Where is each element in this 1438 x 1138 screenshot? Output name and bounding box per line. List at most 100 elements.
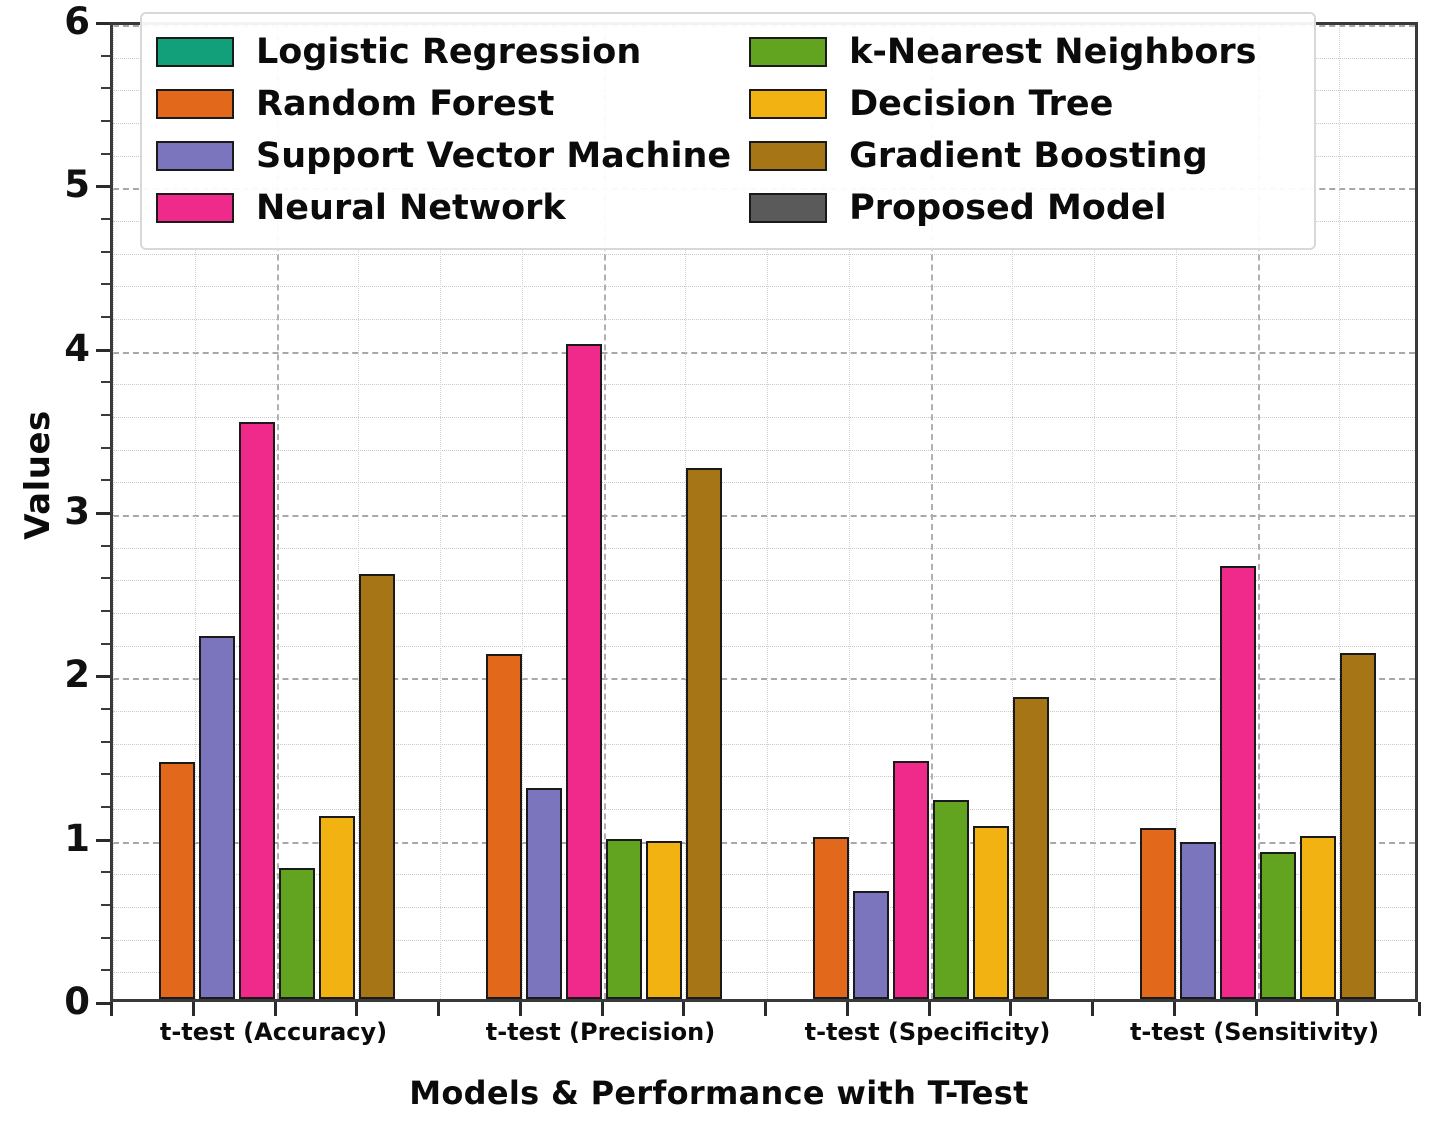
gridline-minor-vertical [1012,25,1014,999]
y-tick-major [96,22,110,25]
legend-label: Random Forest [256,83,555,124]
legend-swatch-icon [156,141,234,171]
gridline-minor-horizontal [113,384,1415,386]
y-tick-minor [101,740,110,743]
bar [852,891,889,999]
x-tick [437,1002,440,1016]
bar [238,422,275,999]
legend-label: Neural Network [256,187,566,228]
gridline-major-horizontal [113,841,1415,844]
legend-item[interactable]: k-Nearest Neighbors [749,26,1300,78]
y-tick-label: 4 [64,326,90,370]
y-axis-title: Values [18,410,58,540]
bar [525,788,562,999]
y-tick-label: 6 [64,0,90,43]
legend-item[interactable]: Support Vector Machine [156,130,731,182]
gridline-minor-vertical [113,25,114,999]
gridline-minor-horizontal [113,580,1415,582]
gridline-minor-horizontal [113,972,1415,974]
legend-swatch-icon [749,193,828,223]
y-tick-major [96,512,110,515]
y-tick-major [96,348,110,352]
x-group-label: t-test (Accuracy) [159,1018,388,1046]
y-tick-major [96,185,110,189]
gridline-minor-vertical [1339,25,1341,999]
legend-item[interactable]: Logistic Regression [156,26,731,78]
y-tick-minor [101,773,110,776]
legend-swatch-icon [749,89,828,119]
y-tick-label: 2 [64,653,90,697]
y-tick-minor [101,806,110,808]
y-tick-minor [101,969,110,972]
x-tick [1254,1002,1258,1016]
gridline-major-vertical [930,25,933,999]
gridline-minor-horizontal [113,319,1415,320]
bar [892,760,929,999]
x-tick [355,1002,359,1016]
gridline-minor-horizontal [113,286,1415,288]
y-tick-minor [101,381,110,384]
legend-swatch-icon [156,193,234,223]
x-axis-title: Models & Performance with T-Test [409,1074,1029,1112]
legend-item[interactable]: Proposed Model [749,182,1300,234]
legend-item[interactable]: Gradient Boosting [749,130,1300,182]
gridline-minor-horizontal [113,874,1415,876]
gridline-minor-horizontal [113,645,1415,647]
bar [932,799,969,999]
x-tick [1418,1002,1421,1016]
bar [1299,835,1336,999]
gridline-minor-vertical [194,25,196,999]
legend-label: Support Vector Machine [256,135,732,176]
x-group-label: t-test (Specificity) [804,1018,1051,1046]
y-tick-label: 3 [64,490,90,533]
bar [1259,852,1296,999]
y-tick-minor [101,120,110,122]
y-tick-minor [101,87,110,90]
gridline-minor-vertical [440,25,441,999]
y-tick-minor [101,283,110,286]
y-tick-minor [101,316,110,318]
y-tick-minor [101,479,110,482]
gridline-minor-horizontal [113,776,1415,778]
gridline-major-horizontal [113,678,1415,681]
y-tick-minor [101,936,110,939]
gridline-minor-vertical [767,25,768,999]
bar [685,468,722,999]
gridline-minor-horizontal [113,253,1415,255]
bar [278,868,315,999]
y-tick-minor [101,610,110,612]
bar [485,654,522,999]
gridline-major-vertical [603,25,606,999]
y-tick-minor [101,218,110,220]
bar [605,838,642,999]
x-tick [600,1002,604,1016]
gridline-minor-vertical [521,25,523,999]
gridline-minor-horizontal [113,939,1415,941]
legend-item[interactable]: Neural Network [156,182,731,234]
y-tick-minor [101,577,110,580]
x-tick [682,1002,686,1016]
legend-swatch-icon [749,37,828,67]
y-tick-minor [101,642,110,645]
gridline-minor-horizontal [113,449,1415,451]
x-group-label: t-test (Precision) [485,1018,716,1046]
y-tick-major [96,675,110,679]
legend-item[interactable]: Decision Tree [749,78,1300,130]
bar [1012,696,1049,999]
gridline-major-horizontal [113,515,1415,517]
gridline-minor-vertical [358,25,360,999]
y-tick-minor [101,446,110,449]
gridline-major-horizontal [113,351,1415,354]
gridline-minor-vertical [1094,25,1095,999]
legend-label: Gradient Boosting [849,135,1208,176]
legend-label: Logistic Regression [256,31,642,72]
x-tick [845,1002,849,1016]
legend-label: k-Nearest Neighbors [849,31,1257,72]
bar [972,825,1009,999]
y-tick-label: 0 [64,980,90,1023]
gridline-minor-horizontal [113,417,1415,418]
x-tick [1091,1002,1094,1016]
gridline-minor-horizontal [113,809,1415,810]
legend-item[interactable]: Random Forest [156,78,731,130]
x-tick [927,1002,931,1016]
